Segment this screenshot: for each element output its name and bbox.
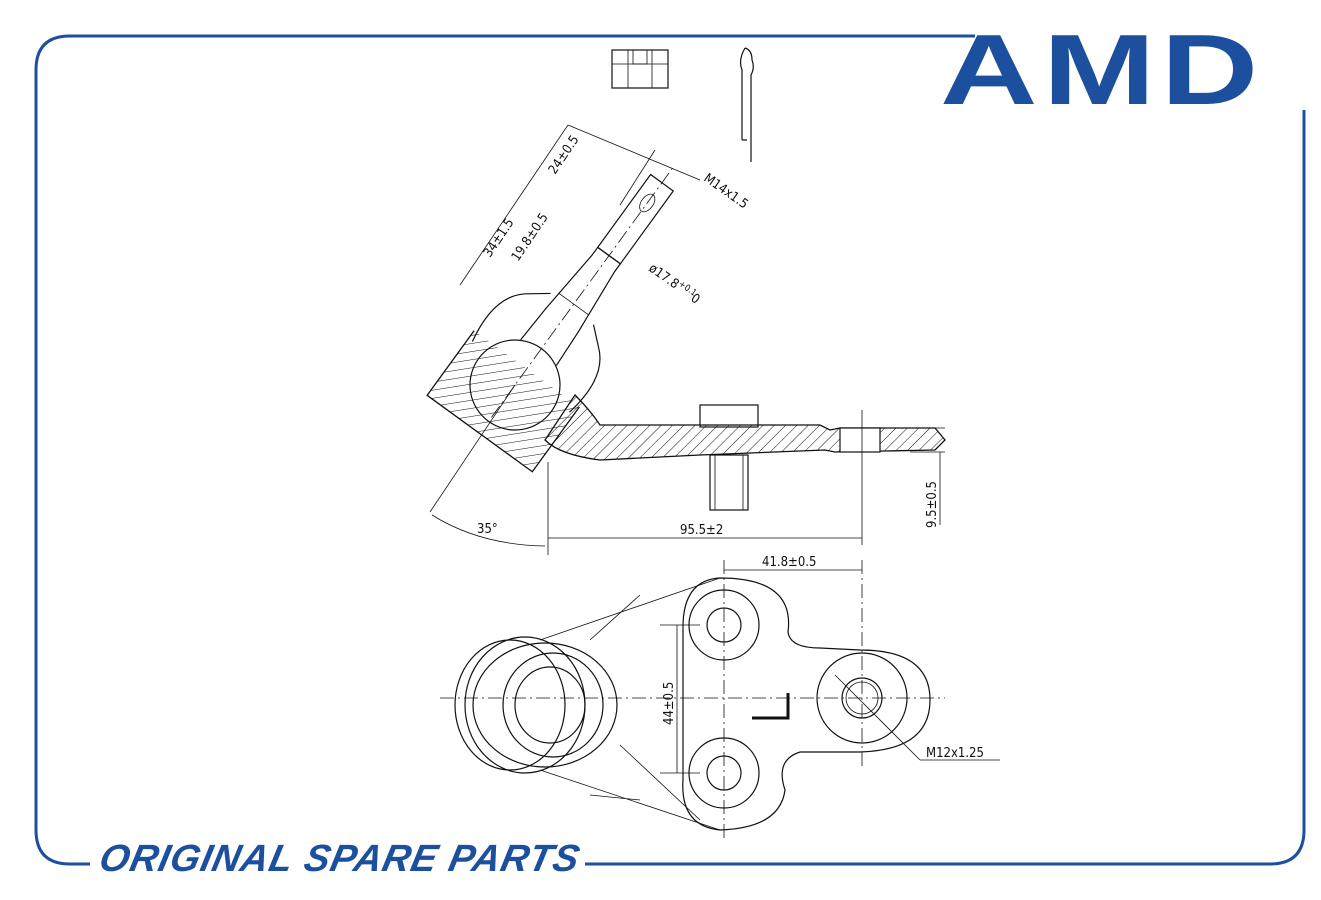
dim-arm-length: 95.5±2 <box>680 523 723 538</box>
dim-arm-height: 9.5±0.5 <box>925 481 940 528</box>
dim-hole-offset: 41.8±0.5 <box>762 555 816 570</box>
dim-taper-diameter: ø17.8+0.1 <box>646 260 698 303</box>
arm-bolt <box>699 404 759 511</box>
cotter-pin <box>739 47 754 162</box>
dim-thread-length: 24±0.5 <box>546 133 583 177</box>
bottom-view <box>440 560 1000 840</box>
castle-nut <box>611 49 669 89</box>
amd-logo: AMD <box>940 14 1264 126</box>
dim-hole-spacing: 44±0.5 <box>662 682 677 725</box>
frame-border <box>34 34 1306 866</box>
dim-angle: 35° <box>477 522 498 537</box>
dim-thread: M14x1.5 <box>701 171 751 212</box>
dim-taper-length: 19.8±0.5 <box>509 211 552 265</box>
ball-stud <box>426 166 675 473</box>
dim-bolt-thread: M12x1.25 <box>926 746 984 761</box>
tagline: ORIGINAL SPARE PARTS <box>95 838 585 880</box>
